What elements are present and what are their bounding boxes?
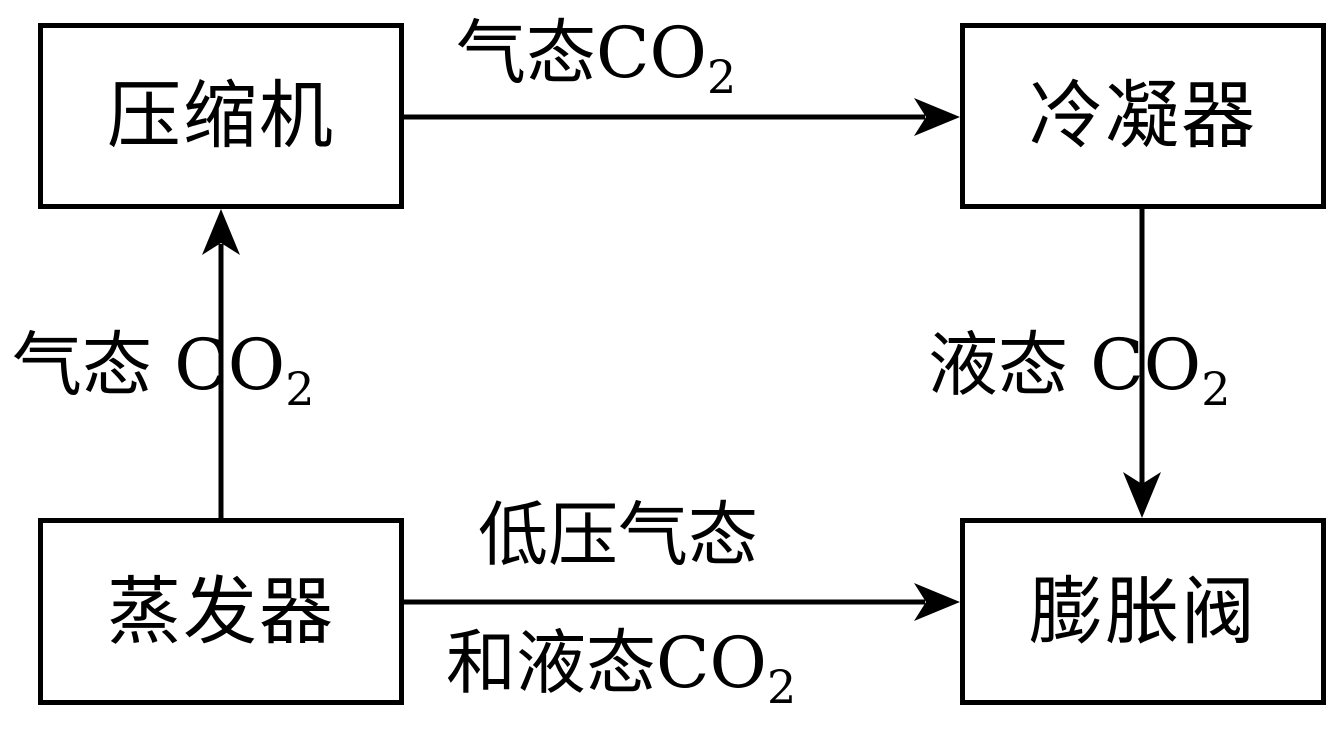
condenser-label: 冷凝器 bbox=[1029, 73, 1257, 159]
arrow-compressor-to-condenser bbox=[404, 98, 960, 136]
compressor-box: 压缩机 bbox=[38, 23, 404, 209]
expansion-valve-box: 膨胀阀 bbox=[960, 518, 1326, 705]
arrow-evaporator-to-compressor bbox=[202, 209, 240, 518]
expansion-valve-label: 膨胀阀 bbox=[1029, 568, 1257, 655]
label-liquid-co2-right: 液态 CO2 bbox=[928, 324, 1231, 416]
arrow-condenser-to-valve bbox=[1123, 209, 1161, 518]
arrow-evaporator-to-valve bbox=[404, 583, 960, 621]
label-low-pressure-gaseous: 低压气态 bbox=[478, 494, 758, 576]
evaporator-label: 蒸发器 bbox=[107, 568, 335, 655]
evaporator-box: 蒸发器 bbox=[38, 518, 404, 705]
label-and-liquid-co2: 和液态CO2 bbox=[446, 622, 797, 714]
label-gaseous-co2-left: 气态 CO2 bbox=[12, 324, 315, 416]
label-gaseous-co2-top: 气态CO2 bbox=[456, 12, 737, 104]
compressor-label: 压缩机 bbox=[107, 73, 335, 159]
condenser-box: 冷凝器 bbox=[960, 23, 1326, 209]
